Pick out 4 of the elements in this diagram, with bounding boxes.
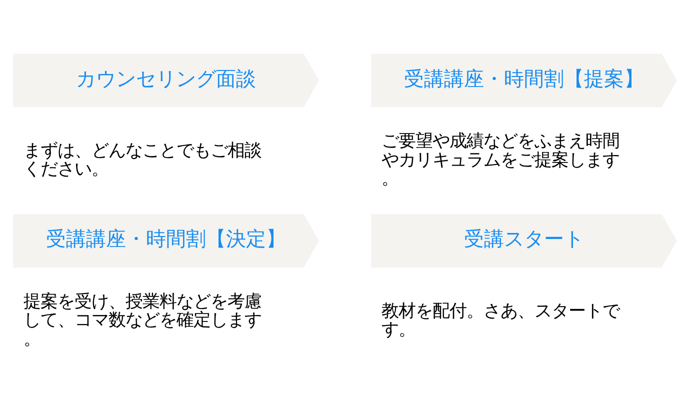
node-label: 教材を配付。さあ、スタートです。 <box>382 300 620 340</box>
node-label: 提案を受け、授業料などを考慮して、コマ数などを確定します。 <box>24 292 262 349</box>
node-label: ご要望や成績などをふまえ時間やカリキュラムをご提案します。 <box>382 131 620 188</box>
node-label: まずは、どんなことでもご相談ください。 <box>24 140 262 180</box>
